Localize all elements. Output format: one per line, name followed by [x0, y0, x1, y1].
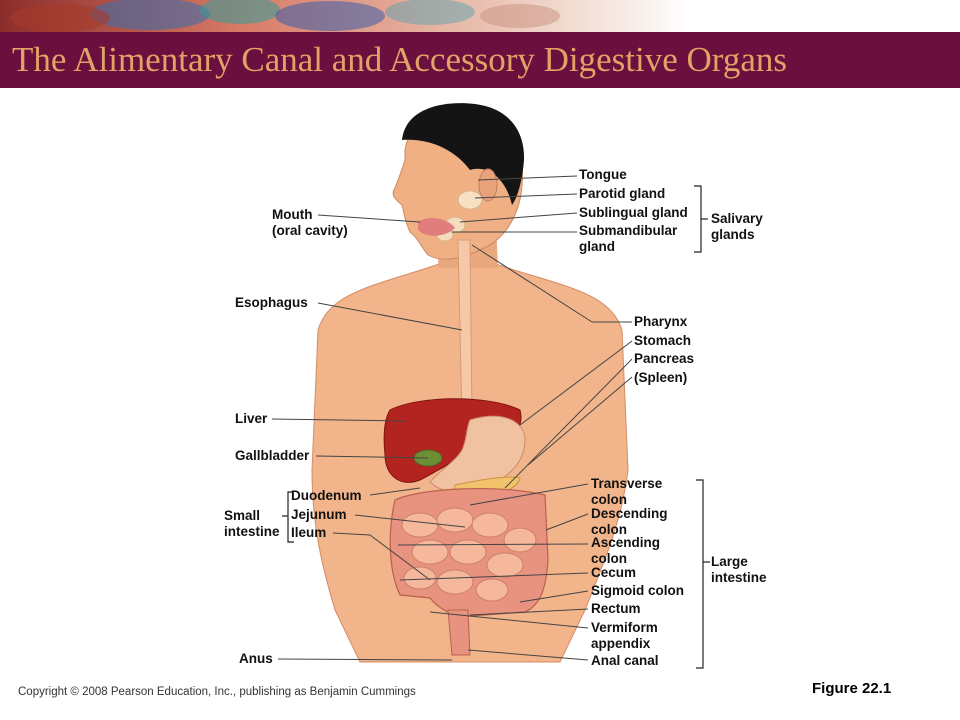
label-esophagus: Esophagus	[235, 295, 308, 310]
label-mouth-2: (oral cavity)	[272, 223, 348, 238]
label-transverse-1: Transverse	[591, 476, 663, 491]
hair	[402, 103, 525, 205]
label-salivary-2: glands	[711, 227, 755, 242]
label-ascending-2: colon	[591, 551, 627, 566]
label-pancreas: Pancreas	[634, 351, 695, 366]
label-vermiform-1: Vermiform	[591, 620, 658, 635]
body-figure	[311, 103, 629, 663]
title-bar: The Alimentary Canal and Accessory Diges…	[0, 32, 960, 88]
label-cecum: Cecum	[591, 565, 637, 580]
banner-artwork	[0, 0, 960, 32]
label-small-1: Small	[224, 508, 261, 523]
label-submandibular-1: Submandibular	[579, 223, 678, 238]
label-large-2: intestine	[711, 570, 767, 585]
label-tongue: Tongue	[579, 167, 627, 182]
label-gallbladder: Gallbladder	[235, 448, 310, 463]
label-anus: Anus	[239, 651, 273, 666]
label-pharynx: Pharynx	[634, 314, 688, 329]
label-transverse-2: colon	[591, 492, 627, 507]
label-small-2: intestine	[224, 524, 280, 539]
label-ascending-1: Ascending	[591, 535, 661, 550]
label-vermiform-2: appendix	[591, 636, 651, 651]
label-liver: Liver	[235, 411, 268, 426]
top-banner-image	[0, 0, 960, 32]
label-rectum: Rectum	[591, 601, 641, 616]
label-spleen: (Spleen)	[634, 370, 688, 385]
copyright-text: Copyright © 2008 Pearson Education, Inc.…	[18, 686, 416, 698]
slide-title: The Alimentary Canal and Accessory Diges…	[12, 40, 787, 79]
label-submandibular-2: gland	[579, 239, 615, 254]
label-ileum: Ileum	[291, 525, 327, 540]
brackets	[282, 185, 710, 669]
label-descending-1: Descending	[591, 506, 668, 521]
label-parotid-gland: Parotid gland	[579, 186, 666, 201]
label-sublingual-gland: Sublingual gland	[579, 205, 688, 220]
leader-lines	[271, 175, 633, 661]
label-descending-2: colon	[591, 522, 627, 537]
label-large-1: Large	[711, 554, 748, 569]
small-intestine-organ	[401, 507, 537, 602]
label-mouth-1: Mouth	[272, 207, 313, 222]
label-stomach: Stomach	[634, 333, 692, 348]
label-sigmoid-colon: Sigmoid colon	[591, 583, 684, 598]
label-jejunum: Jejunum	[291, 507, 347, 522]
label-anal-canal: Anal canal	[591, 653, 659, 668]
label-duodenum: Duodenum	[291, 488, 362, 503]
label-salivary-1: Salivary	[711, 211, 763, 226]
figure-number: Figure 22.1	[812, 680, 892, 697]
